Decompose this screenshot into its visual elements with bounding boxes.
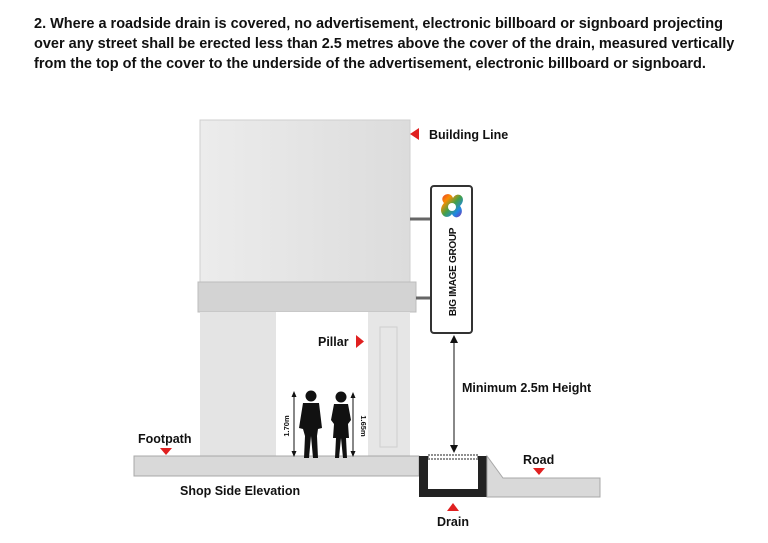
road-label: Road xyxy=(523,453,554,467)
min-height-label: Minimum 2.5m Height xyxy=(462,381,592,395)
drain-label: Drain xyxy=(437,515,469,529)
person-2-silhouette xyxy=(331,391,351,458)
drain-marker-icon xyxy=(447,503,459,511)
person-1-height-label: 1.70m xyxy=(282,415,291,437)
drain-cover xyxy=(427,454,479,460)
shopfront-wall-left xyxy=(200,312,276,456)
road-marker-icon xyxy=(533,468,545,475)
building-line-label: Building Line xyxy=(429,128,508,142)
drain-channel xyxy=(419,456,487,497)
person-1-silhouette xyxy=(299,390,322,458)
footpath-marker-icon xyxy=(160,448,172,455)
signboard xyxy=(430,185,473,334)
person-2-height-dimension xyxy=(350,392,356,457)
regulation-text: 2. Where a roadside drain is covered, no… xyxy=(34,16,735,72)
min-height-dimension xyxy=(450,335,458,453)
building-line-marker-icon xyxy=(410,128,419,140)
signboard-logo-icon xyxy=(441,194,463,218)
footpath-ground xyxy=(133,455,420,477)
signboard-text: BIG IMAGE GROUP xyxy=(448,227,459,316)
person-1-height-dimension xyxy=(291,391,297,457)
pillar-inset xyxy=(379,326,398,448)
shop-side-elevation-label: Shop Side Elevation xyxy=(180,484,300,498)
canopy-band xyxy=(197,281,417,313)
pillar xyxy=(368,312,410,456)
pillar-label: Pillar xyxy=(318,335,349,349)
building-upper-facade xyxy=(199,119,411,283)
pillar-marker-icon xyxy=(356,335,364,348)
road-surface xyxy=(486,454,601,498)
person-2-height-label: 1.65m xyxy=(359,415,368,437)
footpath-label: Footpath xyxy=(138,432,191,446)
